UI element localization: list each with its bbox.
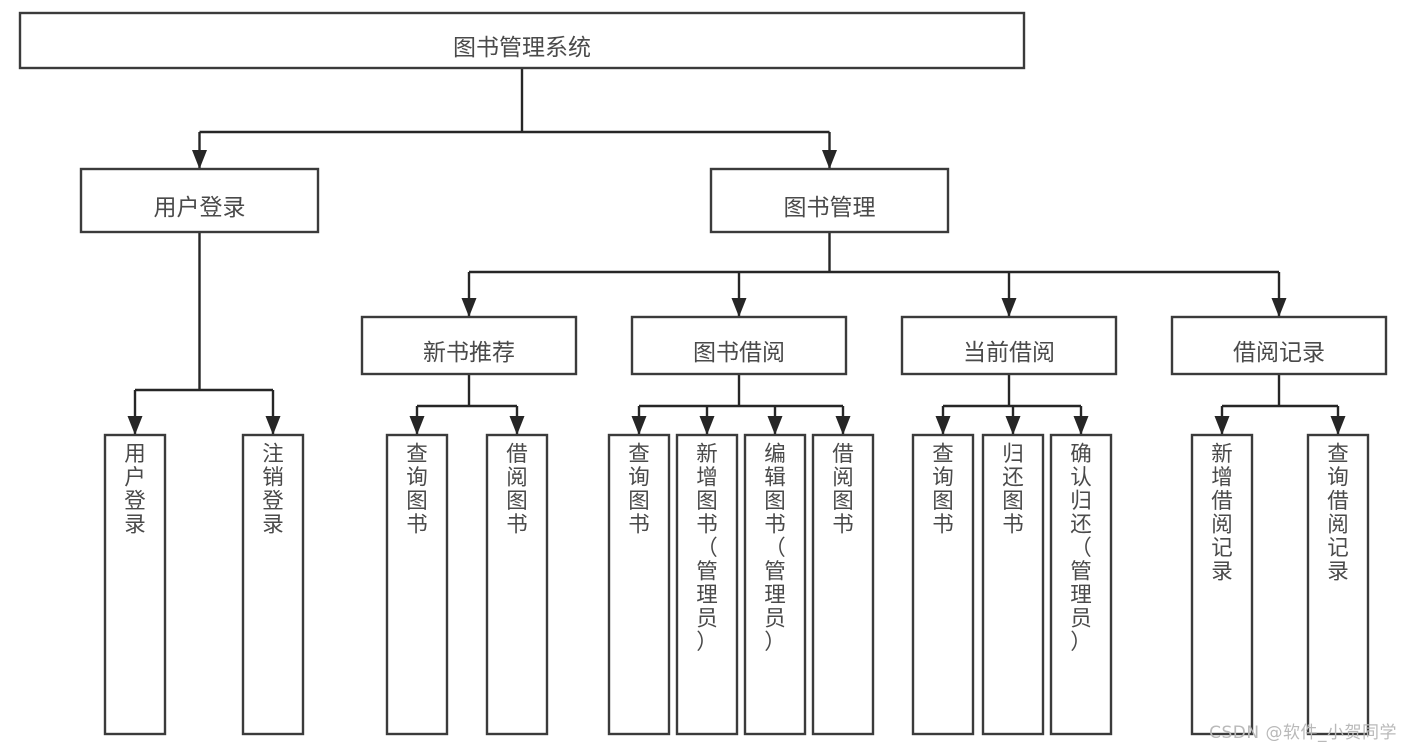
node-label: 用户登录 (124, 442, 146, 538)
node-box (1049, 433, 1113, 736)
node-leaf-br-add-record[interactable]: 新增借阅记录 (1190, 433, 1254, 736)
node-label: 图书借阅 (693, 340, 785, 366)
node-box (743, 433, 807, 736)
arrow-head-icon (1330, 416, 1346, 435)
arrow-head-icon (1001, 298, 1017, 317)
arrow-head-icon (935, 416, 951, 435)
node-label: 当前借阅 (963, 340, 1055, 366)
node-leaf-br-query-record[interactable]: 查询借阅记录 (1306, 433, 1370, 736)
node-label: 确认归还（管理员） (1070, 442, 1092, 655)
node-label: 注销登录 (262, 442, 284, 538)
node-label: 编辑图书（管理员） (764, 442, 786, 655)
arrow-head-icon (461, 298, 477, 317)
node-leaf-user-login[interactable]: 用户登录 (103, 433, 167, 736)
node-box (385, 433, 449, 736)
node-box (79, 167, 320, 234)
node-leaf-bb-edit-book[interactable]: 编辑图书（管理员） (743, 433, 807, 736)
arrow-head-icon (265, 416, 281, 435)
node-label: 新增借阅记录 (1211, 442, 1233, 585)
node-box (709, 167, 950, 234)
arrow-head-icon (127, 416, 143, 435)
connector-layer (127, 68, 1346, 435)
node-box (360, 315, 578, 376)
node-box (630, 315, 848, 376)
arrow-head-icon (835, 416, 851, 435)
node-label: 图书管理系统 (453, 35, 591, 61)
arrow-head-icon (509, 416, 525, 435)
node-box (911, 433, 975, 736)
node-label: 新书推荐 (423, 340, 515, 366)
node-leaf-cb-return-book[interactable]: 归还图书 (981, 433, 1045, 736)
node-box (675, 433, 739, 736)
node-root[interactable]: 图书管理系统 (18, 11, 1026, 70)
node-label: 借阅记录 (1233, 340, 1325, 366)
node-leaf-bb-borrow-book[interactable]: 借阅图书 (811, 433, 875, 736)
node-leaf-nb-query-book[interactable]: 查询图书 (385, 433, 449, 736)
node-book-borrow[interactable]: 图书借阅 (630, 315, 848, 376)
node-box (241, 433, 305, 736)
arrow-head-icon (699, 416, 715, 435)
node-leaf-nb-borrow-book[interactable]: 借阅图书 (485, 433, 549, 736)
arrow-head-icon (767, 416, 783, 435)
arrow-head-icon (1073, 416, 1089, 435)
node-label: 查询图书 (628, 442, 650, 538)
arrow-head-icon (1214, 416, 1230, 435)
node-box (103, 433, 167, 736)
node-box (1190, 433, 1254, 736)
node-user-login[interactable]: 用户登录 (79, 167, 320, 234)
node-new-book-recommend[interactable]: 新书推荐 (360, 315, 578, 376)
node-label: 借阅图书 (832, 442, 854, 538)
node-box (1306, 433, 1370, 736)
node-current-borrow[interactable]: 当前借阅 (900, 315, 1118, 376)
node-leaf-user-logout[interactable]: 注销登录 (241, 433, 305, 736)
node-box (485, 433, 549, 736)
node-leaf-cb-confirm-return[interactable]: 确认归还（管理员） (1049, 433, 1113, 736)
node-box (18, 11, 1026, 70)
arrow-head-icon (1271, 298, 1287, 317)
node-label: 新增图书（管理员） (696, 442, 718, 655)
arrow-head-icon (1005, 416, 1021, 435)
arrow-head-icon (409, 416, 425, 435)
arrow-head-icon (822, 150, 837, 169)
node-layer: 图书管理系统用户登录图书管理新书推荐图书借阅当前借阅借阅记录用户登录注销登录查询… (18, 11, 1388, 736)
node-box (607, 433, 671, 736)
node-book-management[interactable]: 图书管理 (709, 167, 950, 234)
node-leaf-cb-query-book[interactable]: 查询图书 (911, 433, 975, 736)
node-leaf-bb-query-book[interactable]: 查询图书 (607, 433, 671, 736)
node-label: 查询图书 (932, 442, 954, 538)
arrow-head-icon (631, 416, 647, 435)
node-label: 查询借阅记录 (1327, 442, 1349, 585)
node-box (981, 433, 1045, 736)
node-label: 用户登录 (154, 195, 246, 221)
node-label: 借阅图书 (506, 442, 528, 538)
node-box (900, 315, 1118, 376)
arrow-head-icon (731, 298, 747, 317)
arrow-head-icon (192, 150, 207, 169)
node-box (811, 433, 875, 736)
watermark-label: CSDN @软件_小贺同学 (1209, 723, 1397, 743)
node-borrow-record[interactable]: 借阅记录 (1170, 315, 1388, 376)
node-box (1170, 315, 1388, 376)
node-label: 归还图书 (1002, 442, 1024, 538)
node-label: 查询图书 (406, 442, 428, 538)
node-label: 图书管理 (784, 195, 876, 221)
node-leaf-bb-add-book[interactable]: 新增图书（管理员） (675, 433, 739, 736)
